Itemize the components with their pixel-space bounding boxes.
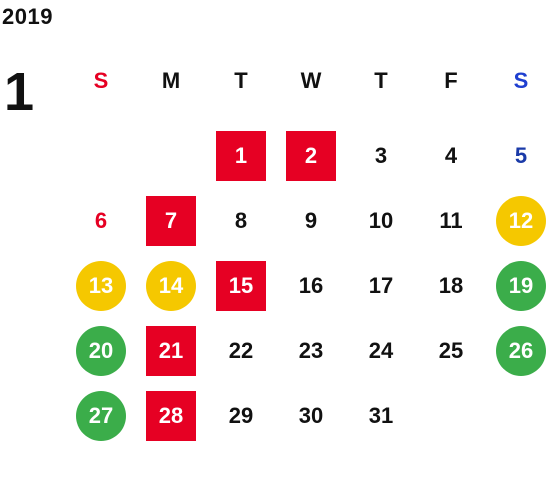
day-cell[interactable]: 4 [416,123,486,188]
yellow-marked-day-number: 13 [76,260,126,311]
day-number: 22 [228,337,254,363]
day-cell[interactable]: 24 [346,318,416,383]
day-cell[interactable]: 31 [346,383,416,448]
day-number: 30 [298,402,324,428]
calendar-year: 2019 [2,4,53,29]
day-cell[interactable]: 17 [346,253,416,318]
day-number: 24 [368,337,394,363]
day-cell[interactable]: 12 [486,188,548,253]
yellow-marked-day-number: 14 [146,260,196,311]
day-cell[interactable]: 11 [416,188,486,253]
day-cell[interactable]: 30 [276,383,346,448]
weekday-header-sunday: S [93,67,109,93]
weekday-header-monday: M [161,67,181,93]
holiday-day-number: 21 [146,325,196,376]
day-number: 10 [368,207,394,233]
day-number: 29 [228,402,254,428]
day-cell[interactable]: 14 [136,253,206,318]
green-marked-day-number: 20 [76,325,126,376]
day-cell[interactable]: 9 [276,188,346,253]
green-marked-day-number: 19 [496,260,546,311]
day-cell[interactable]: 8 [206,188,276,253]
day-number: 4 [444,142,458,168]
day-cell[interactable]: 16 [276,253,346,318]
day-cell[interactable]: 27 [66,383,136,448]
holiday-day-number: 7 [146,195,196,246]
day-cell[interactable]: 20 [66,318,136,383]
day-number: 11 [439,207,463,233]
day-cell[interactable]: 6 [66,188,136,253]
calendar-month: 1 [4,62,35,122]
day-number: 31 [368,402,394,428]
weekday-header-thursday: T [374,67,388,93]
weekday-header-tuesday: T [234,67,248,93]
holiday-day-number: 28 [146,390,196,441]
day-cell[interactable]: 19 [486,253,548,318]
day-cell[interactable]: 25 [416,318,486,383]
day-cell[interactable]: 21 [136,318,206,383]
day-number: 3 [374,142,388,168]
day-number: 17 [368,272,394,298]
day-number: 18 [438,272,464,298]
day-cell[interactable]: 5 [486,123,548,188]
day-cell[interactable]: 18 [416,253,486,318]
day-cell[interactable]: 28 [136,383,206,448]
day-cell[interactable]: 13 [66,253,136,318]
day-cell[interactable]: 2 [276,123,346,188]
green-marked-day-number: 27 [76,390,126,441]
day-cell[interactable]: 22 [206,318,276,383]
sunday-day-number: 6 [94,207,108,233]
day-cell[interactable]: 15 [206,253,276,318]
day-number: 23 [298,337,324,363]
day-cell[interactable]: 26 [486,318,548,383]
day-number: 9 [304,207,318,233]
day-cell[interactable]: 1 [206,123,276,188]
saturday-day-number: 5 [514,142,528,168]
day-number: 16 [298,272,324,298]
day-cell[interactable]: 23 [276,318,346,383]
holiday-day-number: 15 [216,260,266,311]
day-number: 25 [438,337,464,363]
holiday-day-number: 1 [216,130,266,181]
yellow-marked-day-number: 12 [496,195,546,246]
day-cell[interactable]: 10 [346,188,416,253]
weekday-header-saturday: S [513,67,529,93]
green-marked-day-number: 26 [496,325,546,376]
empty-day-cell [136,123,206,188]
day-cell[interactable]: 3 [346,123,416,188]
day-cell[interactable]: 29 [206,383,276,448]
empty-day-cell [66,123,136,188]
holiday-day-number: 2 [286,130,336,181]
day-cell[interactable]: 7 [136,188,206,253]
weekday-header-friday: F [444,67,458,93]
weekday-header-wednesday: W [300,67,322,93]
day-number: 8 [234,207,248,233]
